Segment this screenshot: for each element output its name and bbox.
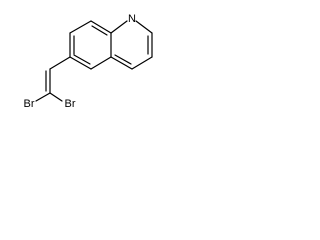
bond xyxy=(69,56,92,70)
double-bond-inner xyxy=(73,54,91,65)
bond xyxy=(110,56,133,70)
dibromovinyl-group xyxy=(35,56,71,102)
bond xyxy=(49,92,63,102)
bond xyxy=(90,56,112,70)
bond xyxy=(110,20,128,34)
molecule-structure: N Br Br xyxy=(24,13,153,110)
nitrogen-label: N xyxy=(128,13,136,25)
bond xyxy=(49,56,71,70)
double-bond-inner xyxy=(91,25,108,36)
bond xyxy=(35,92,51,102)
double-bond-inner xyxy=(114,54,132,65)
quinoline-ring-system xyxy=(69,20,153,70)
bromine-label: Br xyxy=(24,98,35,110)
bond xyxy=(131,56,153,70)
bond xyxy=(69,20,92,34)
bond xyxy=(135,20,153,34)
bond xyxy=(90,20,112,34)
bromine-label: Br xyxy=(65,98,76,110)
